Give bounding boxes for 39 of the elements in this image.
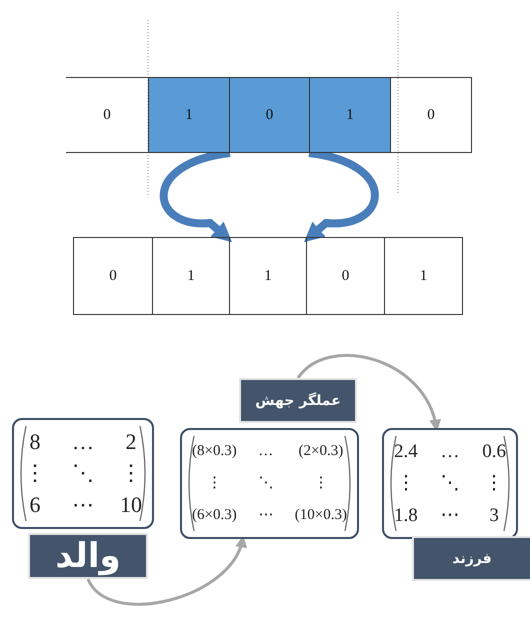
matrix-entry: ⋯ xyxy=(440,506,460,525)
bit-cell: 1 xyxy=(309,77,391,153)
matrix-entry: 0.6 xyxy=(482,442,506,462)
matrix-entry: (2×0.3) xyxy=(298,444,344,460)
matrix-entry: ⋮ xyxy=(24,462,46,484)
matrix-entry: 6 xyxy=(30,494,40,516)
bit-cell: 0 xyxy=(390,77,472,153)
matrix-entry: 2.4 xyxy=(394,442,418,462)
matrix-entry: (10×0.3) xyxy=(294,508,347,523)
matrix-entry: 10 xyxy=(120,494,142,516)
matrix-entry: (8×0.3) xyxy=(192,444,237,460)
matrix-entry: 8 xyxy=(30,430,40,453)
matrix-entry: ⋮ xyxy=(120,462,142,484)
matrix-entry: ⋮ xyxy=(313,476,328,491)
title-tag: فرزند xyxy=(412,536,530,581)
matrix-entry: … xyxy=(440,442,460,462)
bit-cell: 0 xyxy=(73,237,153,315)
matrix-entry: … xyxy=(72,430,94,453)
bit-cell: 0 xyxy=(229,77,310,153)
matrix-entry: ⋮ xyxy=(206,476,222,491)
matrix-entry: ⋱ xyxy=(72,462,94,484)
title-tag: والد xyxy=(28,533,148,579)
bit-cell: 1 xyxy=(229,237,307,315)
matrix-entry: ⋯ xyxy=(258,508,274,523)
bit-cell: 1 xyxy=(148,77,230,153)
matrix-entry: … xyxy=(258,444,274,460)
matrix-entry: ⋮ xyxy=(484,474,504,493)
title-tag: عملگر جهش xyxy=(239,378,357,423)
matrix-entry: ⋯ xyxy=(72,494,94,516)
bit-cell: 1 xyxy=(384,237,463,315)
matrix-entry: 1.8 xyxy=(394,506,418,525)
matrix-entry: 3 xyxy=(489,506,499,525)
matrix-entry: 2 xyxy=(126,430,136,453)
bit-cell: 1 xyxy=(152,237,230,315)
bit-cell: 0 xyxy=(306,237,385,315)
matrix-entry: ⋱ xyxy=(258,476,274,491)
matrix-entry: ⋮ xyxy=(396,474,416,493)
matrix-entry: ⋱ xyxy=(440,474,460,493)
matrix-entry: (6×0.3) xyxy=(192,508,237,523)
